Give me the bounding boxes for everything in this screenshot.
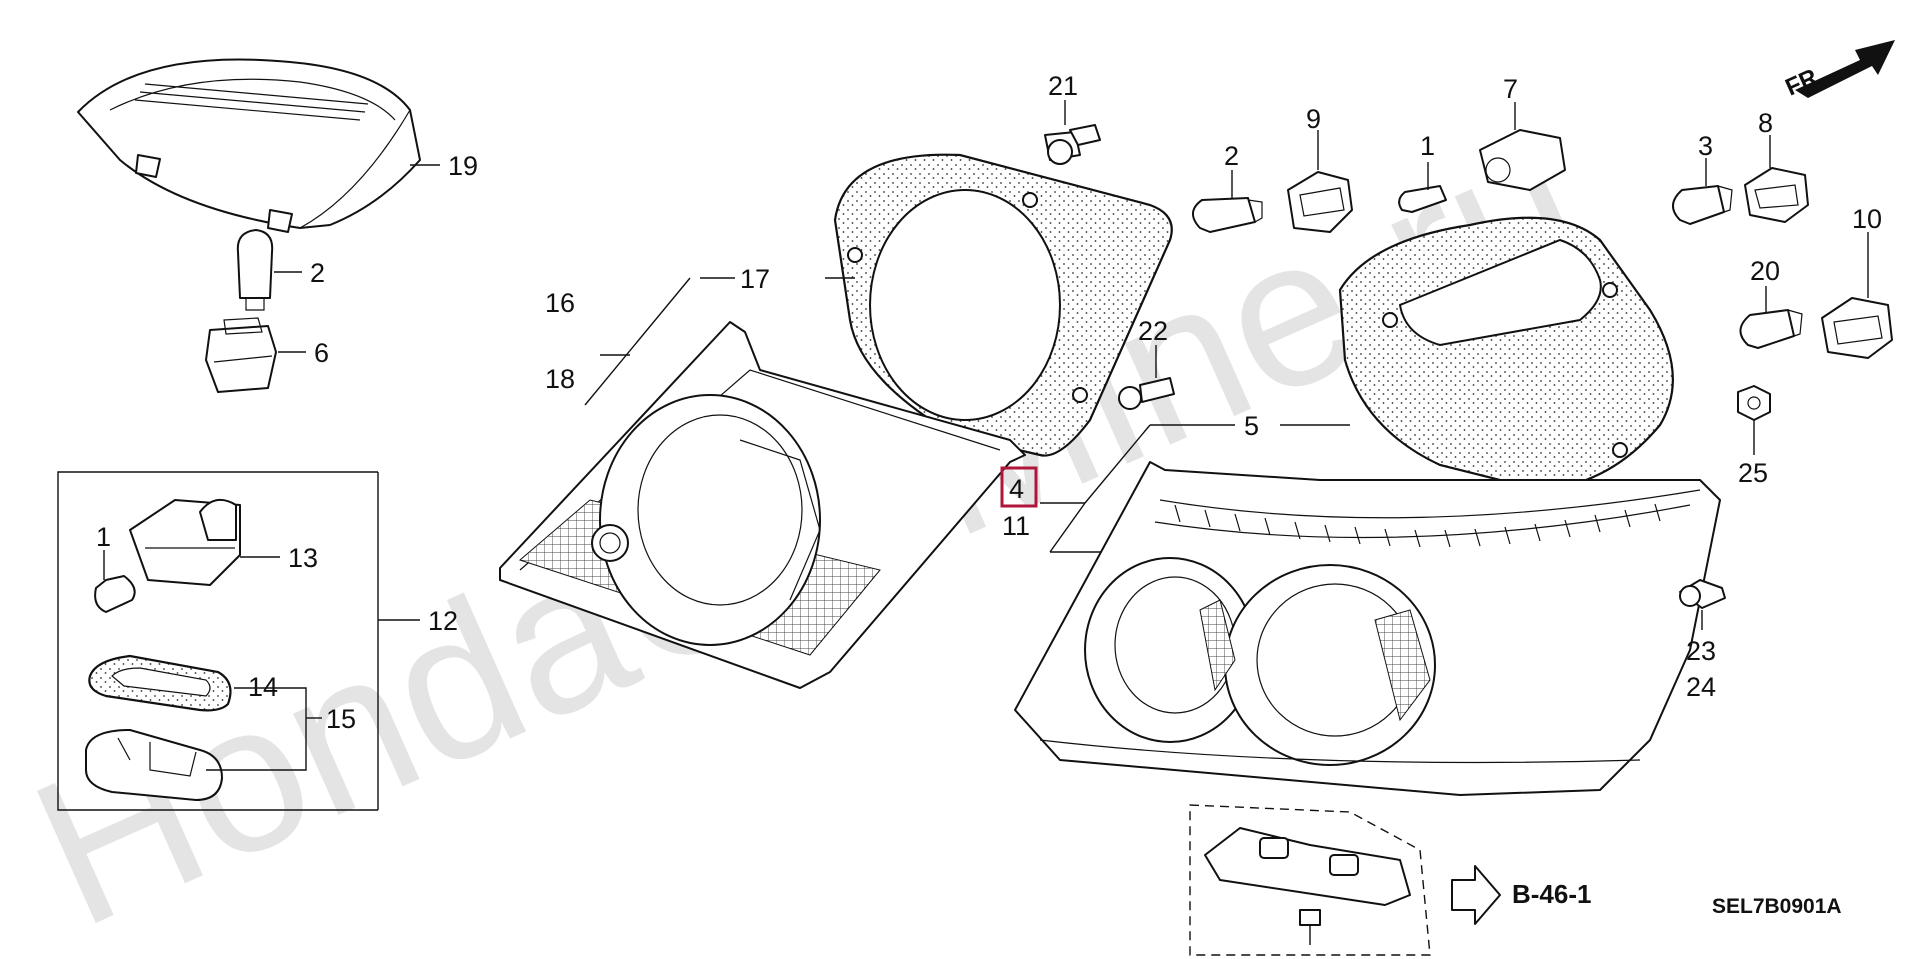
callout-14: 14 [248,672,278,702]
callout-3: 3 [1698,131,1713,161]
callout-2-right: 2 [1224,141,1239,171]
gasket-5 [1338,216,1674,492]
callout-1-left: 1 [96,522,111,552]
callout-19: 19 [448,151,478,181]
callout-25: 25 [1738,458,1768,488]
callout-6: 6 [314,338,329,368]
gasket-14 [88,654,232,712]
taillight-4-11 [1014,461,1721,796]
callout-4: 4 [1009,474,1024,504]
bulb-2-left [236,229,274,311]
callout-11: 11 [1002,511,1030,541]
callout-24: 24 [1686,672,1716,702]
callout-8: 8 [1758,108,1773,138]
callout-16: 16 [545,288,575,318]
grommet-21 [1044,124,1101,165]
callout-4-highlight-box [1000,466,1038,508]
bulb-2-right [1192,197,1263,233]
socket-10 [1821,297,1893,359]
lens-15 [85,729,223,801]
socket-8 [1744,167,1809,223]
reference-b-46-1-box [1189,804,1431,956]
callout-12: 12 [428,606,458,636]
bulb-20 [1739,309,1803,349]
callout-1-right: 1 [1420,131,1435,161]
callout-23: 23 [1686,636,1716,666]
callout-7: 7 [1503,74,1518,104]
callout-21: 21 [1048,71,1078,101]
grommet-22 [1118,377,1175,410]
front-direction-arrow [1795,40,1895,98]
diagram-code: SEL7B0901A [1712,895,1842,918]
callout-10: 10 [1852,204,1882,234]
nut-25 [1737,385,1771,421]
socket-7 [1479,129,1566,191]
callout-15: 15 [326,704,356,734]
license-light-housing-13 [129,498,241,586]
high-mount-stop-light [77,58,421,233]
socket-9 [1287,171,1353,233]
callout-5: 5 [1244,411,1259,441]
callout-20: 20 [1750,256,1780,286]
reference-arrow [1451,865,1501,925]
reference-label: B-46-1 [1512,879,1591,909]
callout-18: 18 [545,364,575,394]
callout-9: 9 [1306,104,1321,134]
callout-2-left: 2 [310,258,325,288]
callout-13: 13 [288,543,318,573]
socket-6 [205,317,277,393]
bulb-1-left [94,575,136,613]
license-light-bracket [57,471,378,811]
front-label: FR. [1781,61,1827,101]
callout-22: 22 [1138,316,1168,346]
callout-17: 17 [740,264,770,294]
bulb-3 [1672,185,1733,225]
gasket-17 [833,153,1173,457]
screw-23-24 [1679,579,1726,609]
inner-lamp-16-18 [499,321,1026,689]
bulb-1-right [1398,185,1447,213]
